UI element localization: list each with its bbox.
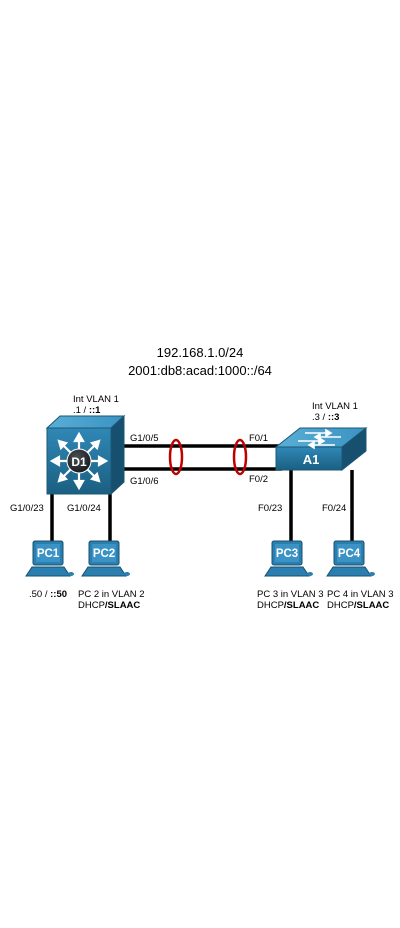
a1-label: A1 [303,452,320,467]
pc1-address: .50 / ::50 [29,589,68,600]
pc-icon-3 [264,540,313,577]
multilayer-switch-icon [45,414,126,496]
pc-icon-1 [25,540,74,577]
port-label-a1-f023: F0/23 [258,503,283,514]
a1-vlan-label: Int VLAN 1 [312,401,358,412]
pc-icon-4 [326,540,375,577]
access-links [50,470,354,541]
pc4-vlan-label: PC 4 in VLAN 3 [327,589,394,600]
port-label-a1-f02: F0/2 [249,474,269,485]
pc4-addressing: DHCP/SLAAC [327,600,390,611]
port-label-a1-f024: F0/24 [322,503,347,514]
port-label-d1-g1023: G1/0/23 [10,503,44,514]
workgroup-switch-icon [274,426,368,472]
port-label-a1-f01: F0/1 [249,433,269,444]
port-label-d1-g1024: G1/0/24 [67,503,101,514]
pc3-addressing: DHCP/SLAAC [257,600,320,611]
port-label-d1-g105: G1/0/5 [130,433,159,444]
etherchannel-ring-a1 [232,438,248,476]
etherchannel-ring-d1 [168,438,184,476]
pc2-vlan-label: PC 2 in VLAN 2 [78,589,145,600]
pc3-vlan-label: PC 3 in VLAN 3 [257,589,324,600]
d1-label: D1 [71,455,87,469]
pc2-addressing: DHCP/SLAAC [78,600,141,611]
trunk-links [124,444,284,471]
d1-vlan-label: Int VLAN 1 [73,394,119,405]
d1-address: .1 / ::1 [73,405,101,416]
pc3-label: PC3 [276,548,298,560]
ipv4-network-label: 192.168.1.0/24 [156,345,244,360]
pc1-label: PC1 [37,548,60,560]
pc-icon-2 [81,540,130,577]
ipv6-network-label: 2001:db8:acad:1000::/64 [128,363,272,378]
a1-address: .3 / ::3 [312,412,340,423]
port-label-d1-g106: G1/0/6 [130,476,159,487]
pc4-label: PC4 [338,548,361,560]
pc2-label: PC2 [93,548,115,560]
